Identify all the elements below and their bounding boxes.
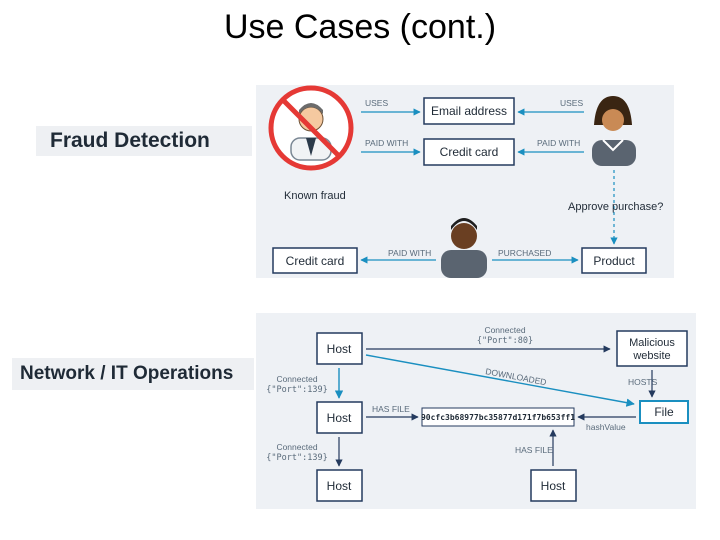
known-fraud-label: Known fraud [284,190,346,202]
approve-purchase-label: Approve purchase? [568,201,663,213]
credit-card-node-bottom [272,247,358,274]
host-bottom-left-text: Host [327,479,352,493]
malicious-line2-text: website [632,350,670,362]
product-text: Product [593,254,635,268]
uses-right-label: USES [560,98,583,108]
connected-mid-label-2: {"Port":139} [266,385,327,395]
host-bottom-right-text: Host [541,479,566,493]
malicious-line1-text: Malicious [629,337,675,349]
has-file-left-label: HAS FILE [372,404,410,414]
hash-value-label: hashValue [586,422,626,432]
hash-text: 90cfc3b68977bc35877d171f7b653ff1 [421,413,575,422]
known-fraud-person-icon [268,85,354,171]
file-node [639,400,689,424]
connected-top-label-1: Connected [484,325,525,335]
host-node-mid [316,401,363,434]
has-file-bottom-label: HAS FILE [515,445,553,455]
customer-man-icon [441,218,487,278]
file-text: File [654,405,674,419]
host-mid-text: Host [327,411,352,425]
product-node [581,247,647,274]
fraud-detection-label: Fraud Detection [36,126,252,156]
host-node-bottom-left [316,469,363,502]
paid-with-left-label: PAID WITH [365,138,408,148]
email-address-text: Email address [431,104,507,118]
connected-low-label-2: {"Port":139} [266,453,327,463]
host-top-text: Host [327,342,352,356]
hosts-label: HOSTS [628,377,658,387]
credit-card-node-top [423,138,515,166]
credit-card-bottom-text: Credit card [286,254,345,268]
paid-with-bottom-label: PAID WITH [388,248,431,258]
paid-with-right-label: PAID WITH [537,138,580,148]
connected-low-label-1: Connected [276,442,317,452]
purchased-label: PURCHASED [498,248,551,258]
network-it-operations-label: Network / IT Operations [12,358,254,390]
connected-mid-label-1: Connected [276,374,317,384]
host-node-top [316,332,363,365]
malicious-website-node [616,330,688,367]
hash-node [421,407,575,427]
uses-left-label: USES [365,98,388,108]
connected-top-label-2: {"Port":80} [477,336,533,346]
email-address-node [423,97,515,125]
customer-woman-icon [592,96,636,166]
downloaded-edge [365,354,635,407]
host-node-bottom-right [530,469,577,502]
credit-card-top-text: Credit card [440,145,499,159]
slide-title: Use Cases (cont.) [223,8,497,46]
